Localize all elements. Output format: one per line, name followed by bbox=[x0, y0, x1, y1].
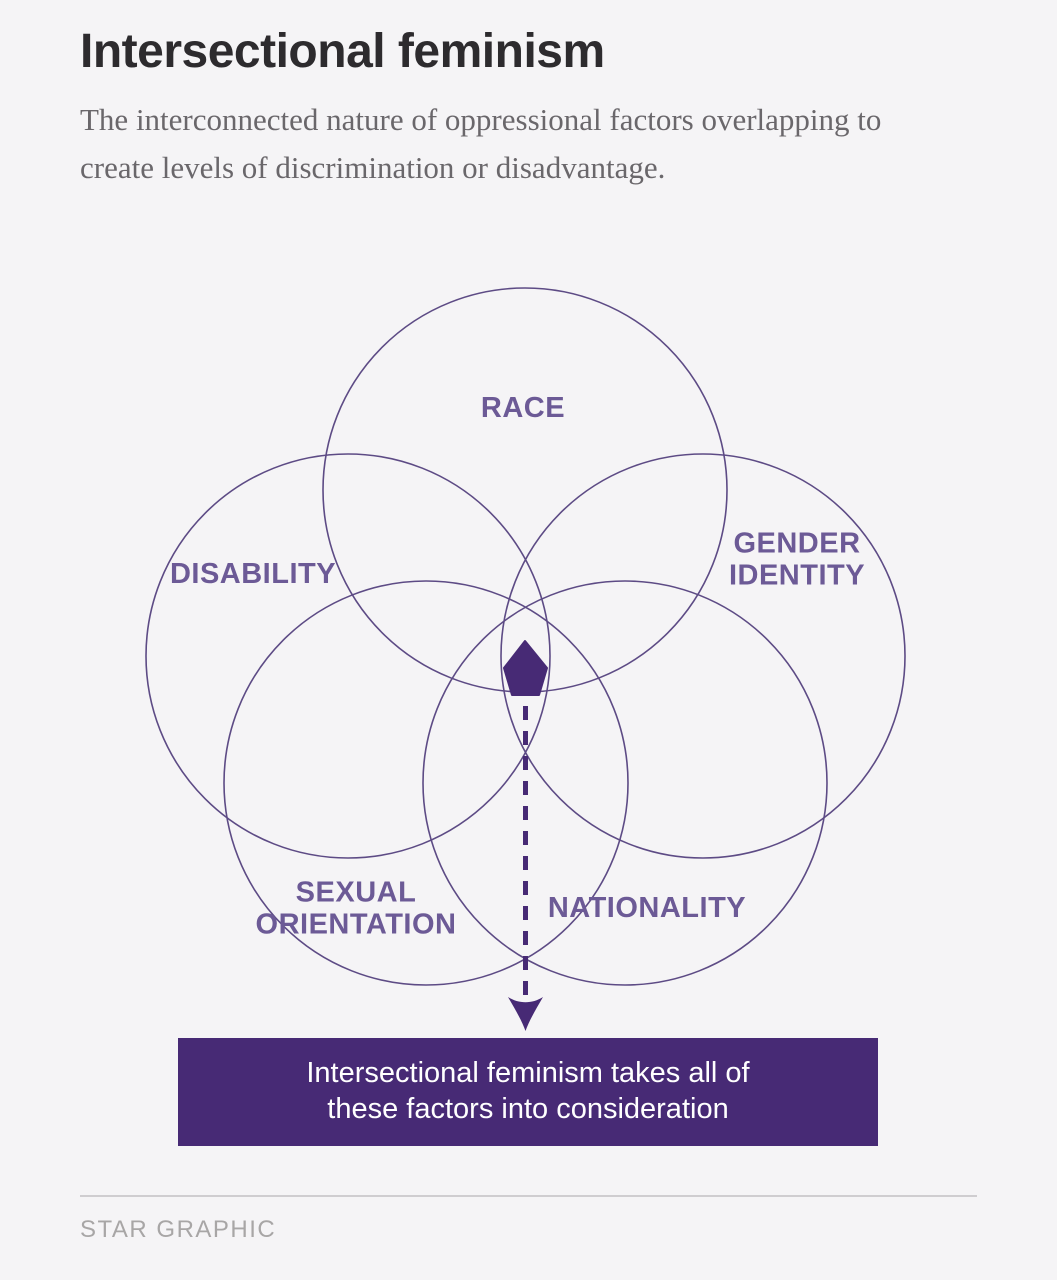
venn-circle-sexual-orientation bbox=[223, 580, 629, 986]
down-arrow-icon bbox=[508, 997, 543, 1031]
venn-label-gender-identity: GENDER IDENTITY bbox=[728, 527, 866, 592]
source-credit: STAR GRAPHIC bbox=[80, 1216, 277, 1243]
venn-circle-disability bbox=[145, 453, 551, 859]
venn-label-nationality: NATIONALITY bbox=[547, 891, 747, 924]
venn-circle-nationality bbox=[422, 580, 828, 986]
footer-divider bbox=[80, 1195, 977, 1197]
venn-label-disability: DISABILITY bbox=[169, 557, 337, 590]
page-subtitle: The interconnected nature of oppressiona… bbox=[80, 102, 882, 186]
venn-circle-gender-identity bbox=[500, 453, 906, 859]
venn-label-sexual-orientation: SEXUAL ORIENTATION bbox=[255, 876, 457, 941]
venn-circle-race bbox=[322, 287, 728, 693]
venn-label-race: RACE bbox=[480, 391, 566, 424]
callout-box: Intersectional feminism takes all of the… bbox=[178, 1038, 878, 1146]
page-title: Intersectional feminism bbox=[80, 25, 605, 78]
center-intersection-pentagon bbox=[503, 640, 548, 696]
callout-text: Intersectional feminism takes all of the… bbox=[306, 1057, 750, 1125]
